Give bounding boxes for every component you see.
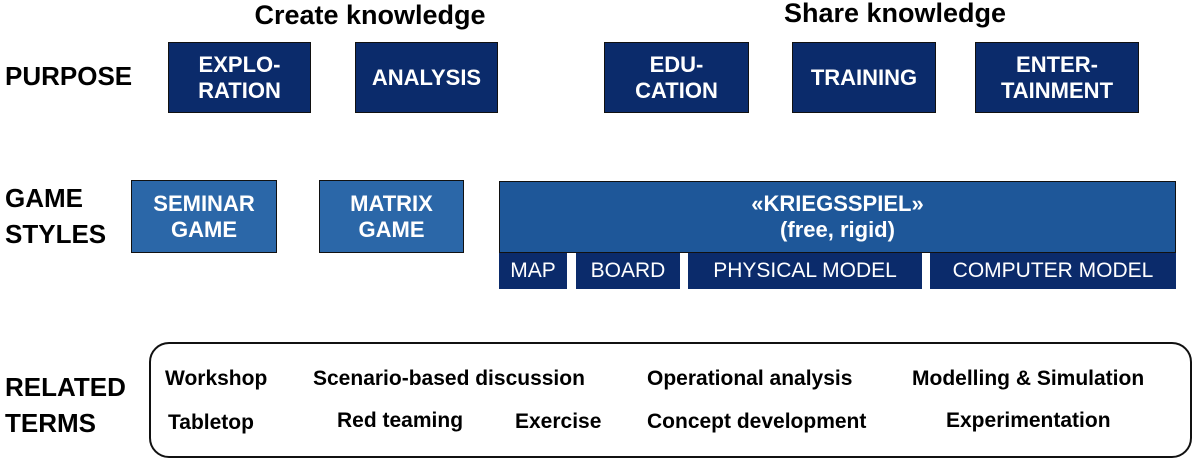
header-share-knowledge: Share knowledge [783,0,1007,28]
related-term-scenario-based-discussion: Scenario-based discussion [313,367,585,390]
purpose-box-education: EDU- CATION [604,42,749,113]
related-term-concept-development: Concept development [647,410,867,433]
variant-box-computer-model: COMPUTER MODEL [930,253,1176,289]
game-style-box-kriegsspiel: «KRIEGSSPIEL» (free, rigid) [499,181,1176,253]
purpose-box-analysis: ANALYSIS [355,42,498,113]
row-label-related-terms: RELATED TERMS [5,372,126,438]
variant-box-map: MAP [499,253,567,289]
related-terms-panel [149,342,1192,458]
related-term-exercise: Exercise [515,410,602,433]
game-style-box-matrix: MATRIX GAME [319,180,464,253]
related-term-workshop: Workshop [165,367,268,390]
related-term-experimentation: Experimentation [946,409,1111,432]
header-create-knowledge: Create knowledge [254,0,486,30]
game-style-box-seminar: SEMINAR GAME [131,180,277,253]
row-label-purpose: PURPOSE [5,61,133,91]
purpose-box-training: TRAINING [792,42,936,113]
purpose-box-exploration: EXPLO- RATION [168,42,311,113]
variant-box-physical-model: PHYSICAL MODEL [688,253,922,289]
related-term-modelling-simulation: Modelling & Simulation [912,367,1145,390]
row-label-game-styles: GAME STYLES [5,183,107,249]
related-term-operational-analysis: Operational analysis [647,367,853,390]
purpose-box-entertainment: ENTER- TAINMENT [975,42,1139,113]
related-term-red-teaming: Red teaming [337,409,464,432]
variant-box-board: BOARD [576,253,680,289]
related-term-tabletop: Tabletop [168,411,254,434]
